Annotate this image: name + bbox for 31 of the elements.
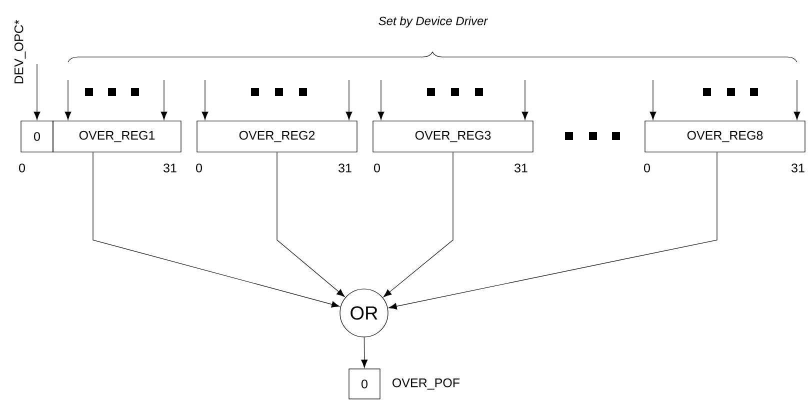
register-box: OVER_REG3 bbox=[372, 120, 534, 152]
arrow bbox=[202, 80, 208, 120]
bit-number: 0 bbox=[644, 164, 650, 172]
bit-box: 0 bbox=[348, 368, 380, 400]
register-box: OVER_REG8 bbox=[644, 120, 806, 152]
arrow bbox=[92, 152, 340, 308]
register-name: OVER_POF bbox=[392, 378, 460, 390]
arrow bbox=[346, 80, 352, 120]
register-box: OVER_REG1 bbox=[52, 120, 182, 152]
arrow bbox=[378, 80, 384, 120]
bit-box: 0 bbox=[20, 120, 54, 152]
arrow bbox=[64, 80, 72, 120]
arrow bbox=[383, 152, 454, 298]
arrow bbox=[794, 80, 800, 120]
arrow bbox=[522, 80, 528, 120]
register-box: OVER_REG2 bbox=[196, 120, 358, 152]
bit-number: 31 bbox=[164, 164, 176, 172]
brace-label: Set by Device Driver bbox=[378, 16, 488, 28]
arrow bbox=[34, 64, 40, 120]
bit-number: 0 bbox=[196, 164, 202, 172]
bit-number: 0 bbox=[19, 164, 25, 172]
bit-number: 31 bbox=[792, 164, 804, 172]
bit-number: 0 bbox=[374, 164, 380, 172]
arrow bbox=[361, 336, 368, 368]
signal-label: DEV_OPC* bbox=[14, 20, 26, 84]
arrow bbox=[650, 80, 656, 120]
arrow bbox=[276, 152, 345, 297]
bit-number: 31 bbox=[514, 164, 528, 172]
arrow bbox=[160, 80, 168, 120]
arrow bbox=[388, 152, 718, 310]
bit-number: 31 bbox=[338, 164, 352, 172]
